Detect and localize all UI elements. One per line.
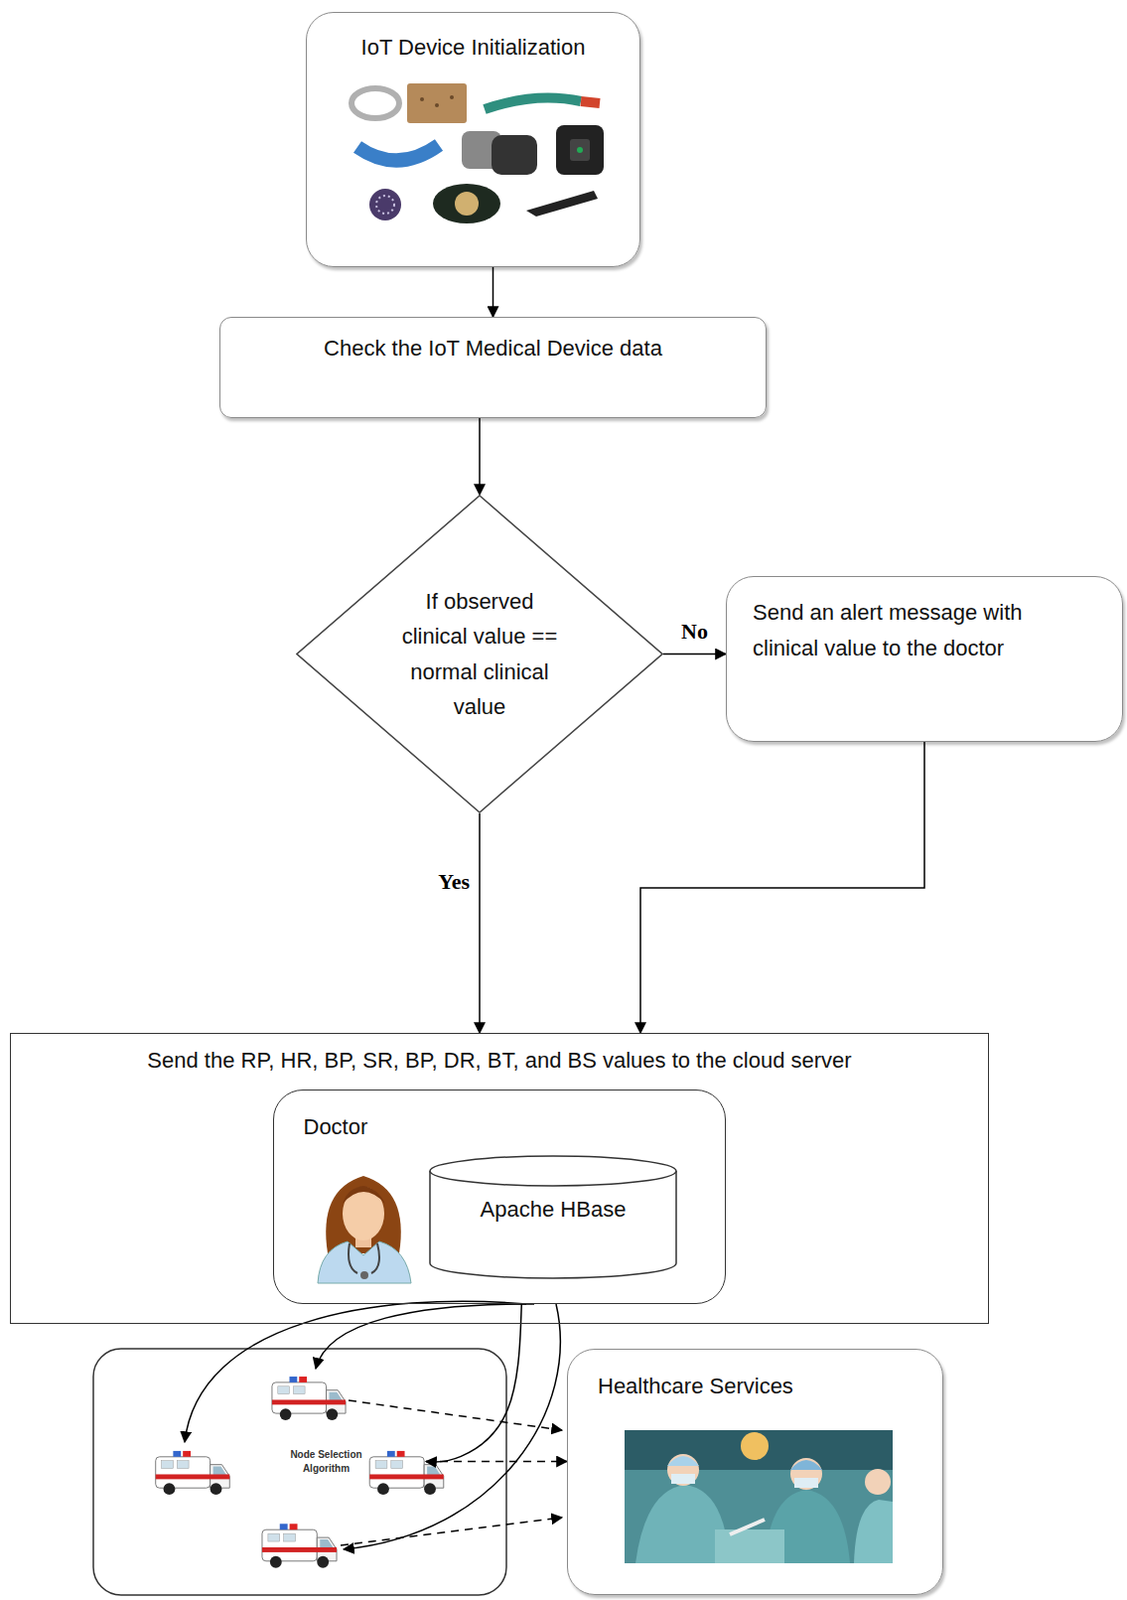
ambulance <box>369 1450 444 1495</box>
dispatch-curve <box>315 1303 535 1369</box>
flow-arrow <box>478 418 481 495</box>
diamond-shape <box>296 495 663 813</box>
node-text: Send an alert message with clinical valu… <box>752 594 1081 668</box>
doctor-icon <box>317 1175 412 1283</box>
decision-diamond-outline <box>295 494 664 814</box>
node-text: Node Selection Algorithm <box>277 1447 377 1475</box>
node-text: Check the IoT Medical Device data <box>230 333 756 364</box>
ambulance <box>262 1523 337 1567</box>
ambulance <box>155 1450 231 1495</box>
band-device <box>484 97 581 110</box>
flow-arrow <box>425 1303 522 1463</box>
process-box: Check the IoT Medical Device data <box>219 316 767 419</box>
patch-device <box>407 83 467 124</box>
dashed-arrow <box>425 1460 567 1463</box>
flow-arrow <box>478 813 481 1033</box>
cloud-server-panel: Apache HBase Doctor Send the RP, HR, BP, S… <box>9 1032 989 1324</box>
start-box: IoT Device Initialization <box>305 11 641 268</box>
node-text: Healthcare Services <box>597 1371 933 1402</box>
cylinder-top <box>429 1155 677 1186</box>
blob-shape <box>227 1413 425 1509</box>
edge-label: No <box>679 618 710 645</box>
edge-label-holder: No <box>679 618 710 645</box>
ambulance-group-box <box>93 1348 507 1595</box>
flow-arrow <box>663 653 726 656</box>
algorithm-blob-outline <box>226 1412 426 1510</box>
sensor-disc <box>369 188 402 221</box>
blue-band <box>357 144 439 161</box>
node-text: IoT Device Initialization <box>316 32 630 63</box>
cylinder-body <box>429 1170 677 1278</box>
black-ring <box>432 183 501 224</box>
flow-arrow <box>492 267 495 317</box>
pen-device <box>526 190 598 217</box>
database-cylinder: Apache HBase <box>428 1154 678 1279</box>
node-text: Apache HBase <box>428 1194 678 1225</box>
wearable-devices <box>351 83 604 224</box>
dispatch-curve <box>184 1300 527 1442</box>
flow-arrow <box>640 741 925 1033</box>
service-box: Healthcare Services <box>566 1348 944 1595</box>
black-watch <box>556 125 604 175</box>
service-dash <box>348 1400 563 1430</box>
node-text: Doctor <box>303 1112 715 1142</box>
surgery-photo <box>624 1429 893 1563</box>
edge-label: Yes <box>435 868 472 895</box>
decision-diamond: If observed clinical value == normal cli… <box>295 494 664 814</box>
algorithm-blob: Node Selection Algorithm <box>226 1412 426 1510</box>
node-text: Send the RP, HR, BP, SR, BP, DR, BT, and… <box>20 1045 979 1076</box>
node-text: If observed clinical value == normal cli… <box>398 583 563 724</box>
doctor-box: Apache HBase Doctor <box>273 1089 726 1304</box>
alert-box: Send an alert message with clinical valu… <box>725 575 1124 742</box>
ring-device <box>351 88 400 119</box>
edge-label-holder: Yes <box>435 868 472 895</box>
dispatch-curve <box>343 1303 561 1550</box>
service-dash <box>340 1517 563 1546</box>
ambulance <box>272 1376 346 1420</box>
